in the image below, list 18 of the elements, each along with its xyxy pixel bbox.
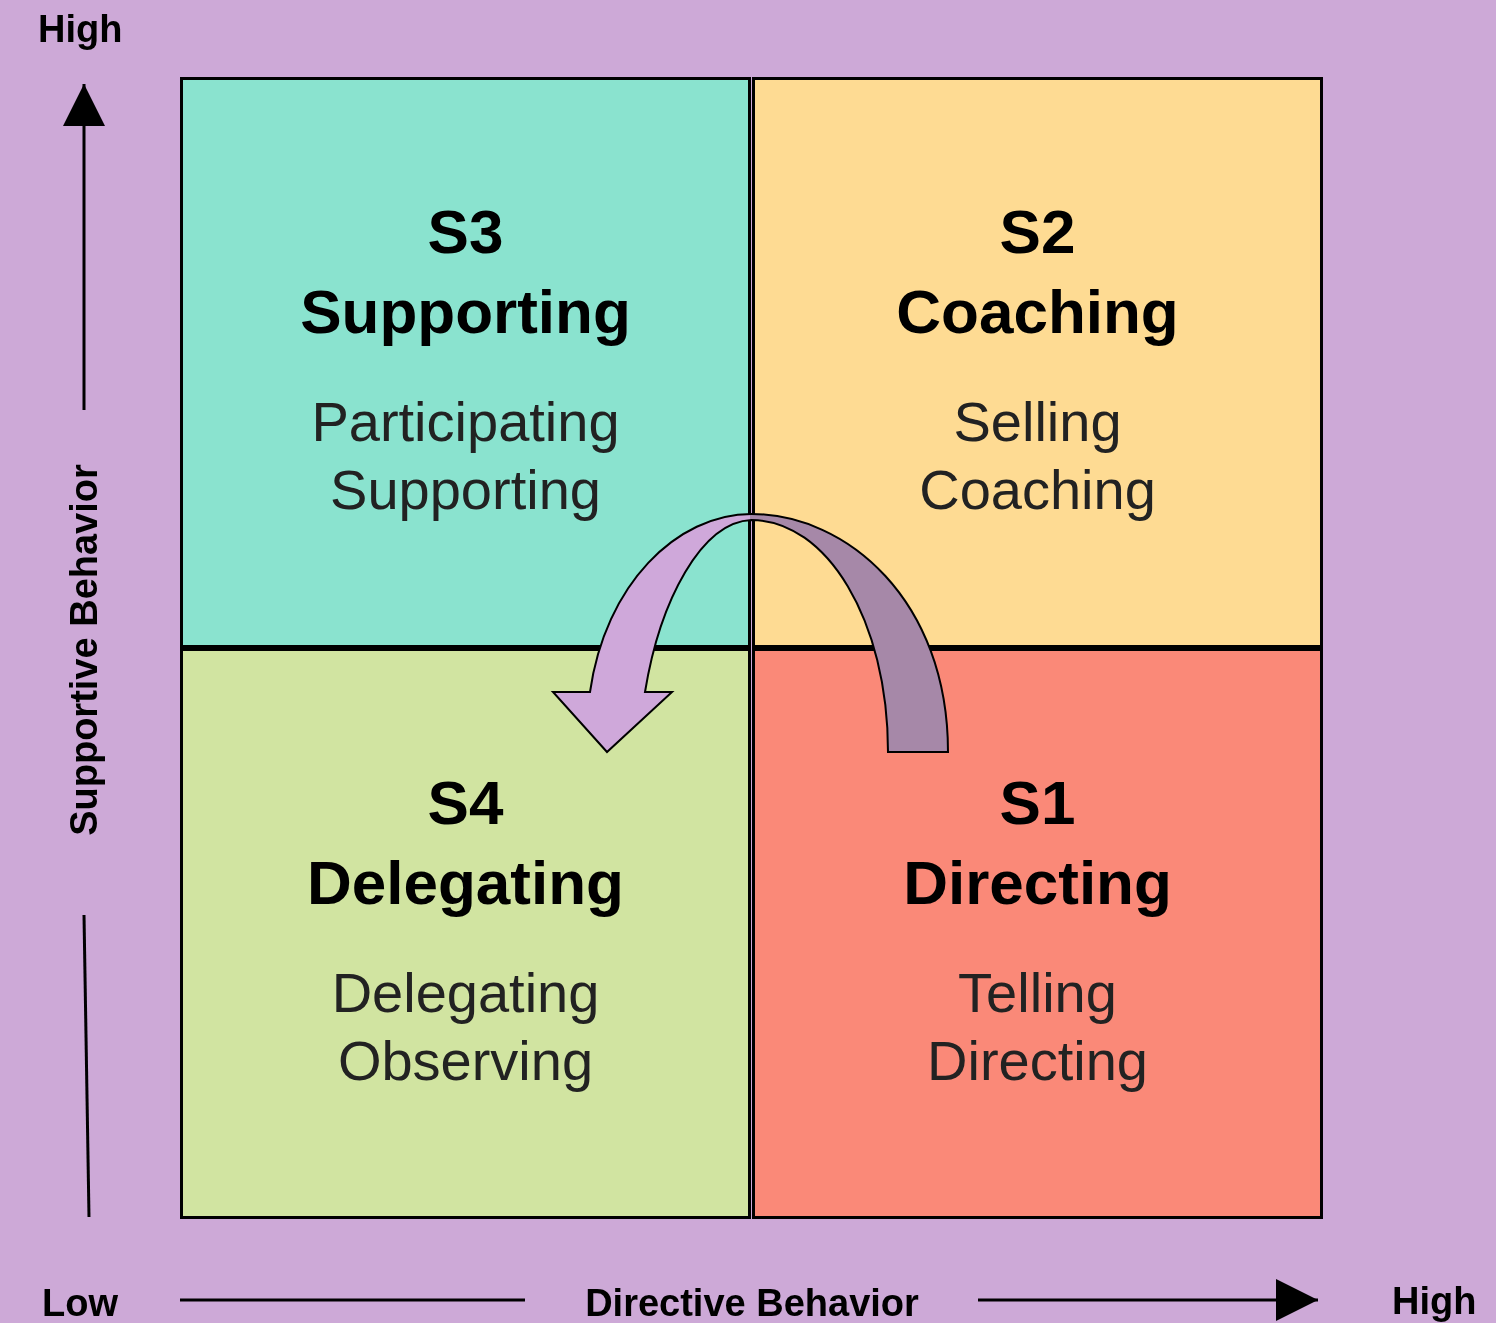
body-text: Participating Supporting [310,389,621,523]
quadrant-box [180,77,751,648]
body-text: Selling Coaching [918,389,1157,523]
quadrant-box [180,648,751,1219]
body-text: Delegating Observing [330,960,601,1094]
body-text: Telling Directing [926,960,1149,1094]
quadrant-box [752,648,1323,1219]
heading-text: S1 Directing [902,767,1173,919]
quadrant-box [752,77,1323,648]
heading-text: S4 Delegating [306,767,625,919]
axis-label: Low [42,1282,118,1323]
heading-text: S2 Coaching [895,196,1180,348]
heading-text: S3 Supporting [299,196,632,348]
axis-label: High [38,8,123,51]
axis-title: Directive Behavior [585,1282,919,1323]
axis-label: High [1392,1280,1477,1323]
curved-arrow [552,513,949,753]
axis-title: Supportive Behavior [62,464,106,836]
